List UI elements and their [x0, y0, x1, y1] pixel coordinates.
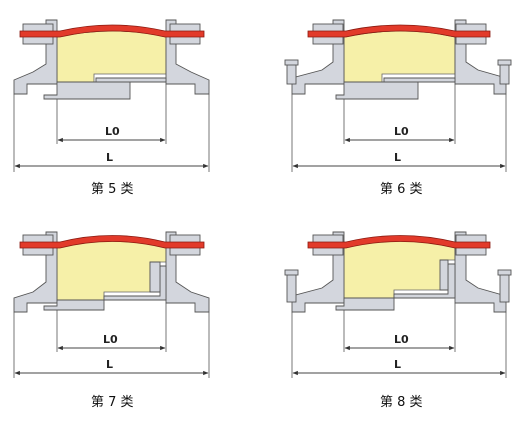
filling-body	[343, 240, 456, 299]
panel-type-5: L0 L 第 5 类	[13, 19, 210, 197]
overall-length-label: L	[394, 358, 401, 371]
inner-length-label: L0	[105, 125, 120, 138]
inner-length-label: L0	[394, 333, 409, 346]
left-housing	[291, 19, 345, 95]
inner-length-label: L0	[103, 333, 118, 346]
panel-type-6: L0 L 第 6 类	[284, 19, 512, 197]
panel-caption: 第 7 类	[91, 395, 134, 410]
right-housing	[165, 231, 210, 313]
left-bolt-nut	[284, 269, 299, 276]
filling-body	[56, 30, 167, 83]
panel-type-7: L0 L 第 7 类	[13, 231, 210, 410]
inner-length-label: L0	[394, 125, 409, 138]
filling-body	[343, 30, 456, 83]
right-bolt	[499, 271, 510, 303]
sleeve-tongue	[95, 77, 167, 83]
panel-caption: 第 8 类	[380, 395, 423, 410]
sleeve-tongue	[383, 77, 456, 83]
left-bolt-nut	[284, 59, 299, 66]
rubber-seal	[307, 24, 491, 38]
left-housing	[291, 231, 345, 313]
rubber-seal	[19, 24, 205, 38]
sleeve-tongue	[149, 261, 161, 293]
right-bolt-nut	[497, 59, 512, 66]
right-bolt-nut	[497, 269, 512, 276]
panel-caption: 第 5 类	[91, 182, 134, 197]
overall-length-label: L	[394, 151, 401, 164]
overall-length-label: L	[106, 151, 113, 164]
rubber-seal	[307, 235, 491, 249]
sleeve-tongue	[439, 259, 449, 291]
right-housing	[454, 231, 507, 313]
panel-caption: 第 6 类	[380, 182, 423, 197]
overall-length-label: L	[106, 358, 113, 371]
panel-type-8: L0 L 第 8 类	[284, 231, 512, 410]
left-bolt	[286, 271, 297, 303]
rubber-seal	[19, 235, 205, 249]
